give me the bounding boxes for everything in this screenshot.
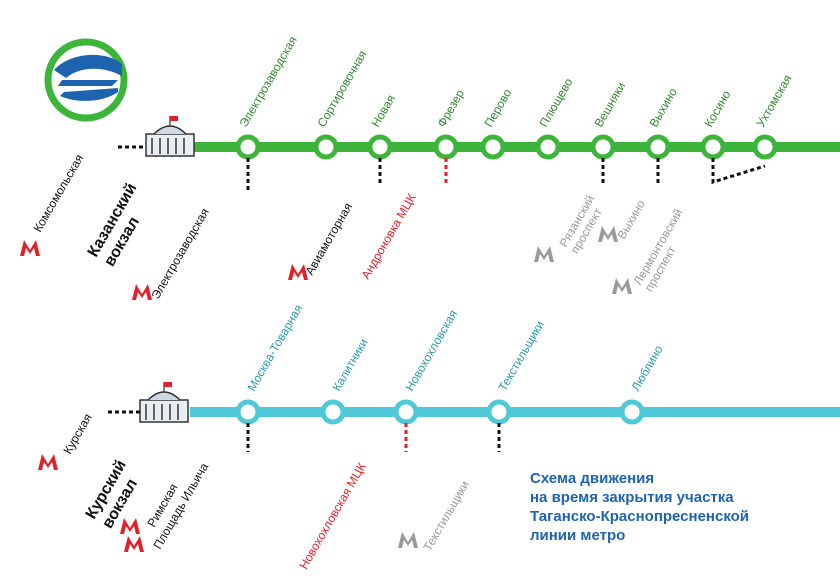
station-marker[interactable] [433,134,459,160]
station-marker[interactable] [486,399,512,425]
station-marker[interactable] [320,399,346,425]
kursky-terminal-icon [139,382,189,423]
station-marker[interactable] [235,134,261,160]
metro-icon [598,226,618,242]
metro-icon [398,532,418,548]
station-name: Новая [368,92,398,129]
station-marker[interactable] [535,134,561,160]
station-name: Ухтомская [753,72,794,129]
station-name: Электрозаводская [148,206,211,302]
station-name: Авиамоторная [302,200,355,277]
metro-icon [132,284,152,300]
metro-icon [120,518,140,534]
kursky-line-group: Курскийвокзал Курская Римская Площадь Ил… [38,302,840,572]
metro-icon [20,240,40,256]
station-name: Электрозаводская [236,34,299,130]
station-name: Текстильщики [420,478,471,553]
metro-icon [612,278,632,294]
transfer-connector [711,158,766,185]
transfer-label: Рязанскийпроспект [556,193,608,256]
station-name: Новохохловская [402,307,460,393]
terminal-name: Курскийвокзал [83,457,147,531]
metro-icon [288,264,308,280]
metro-icon [124,536,144,552]
station-name: Плющево [536,75,575,129]
metro-icon [534,246,554,262]
station-marker[interactable] [480,134,506,160]
metro-icon [38,454,58,470]
station-marker[interactable] [645,134,671,160]
station-marker[interactable] [313,134,339,160]
kazansky-line-group: Казанскийвокзал Комсомольская Электрозав… [20,34,840,302]
station-name: Косино [701,88,733,130]
scheme-caption: Схема движения на время закрытия участка… [530,470,753,544]
station-name: Андроновка МЦК [358,191,418,281]
rzd-logo-icon [44,38,128,122]
station-name: Перово [481,86,514,129]
station-marker[interactable] [590,134,616,160]
station-name: Москва-Товарная [244,302,305,393]
station-name: Выхино [614,197,648,241]
station-name: Фрезер [434,87,467,130]
station-marker[interactable] [393,399,419,425]
station-name: Люблино [628,343,665,394]
station-name: Калитники [329,336,370,393]
station-name: Вешняки [591,80,628,130]
kazansky-terminal-icon [145,116,195,157]
station-name: Новохохловская МЦК [296,460,368,571]
station-marker[interactable] [700,134,726,160]
station-marker[interactable] [235,399,261,425]
transfer-label: Лермонтовскийпроспект [630,206,696,294]
terminal-name: Казанскийвокзал [85,181,157,270]
station-name: Текстильщики [495,318,546,393]
station-name: Сортировочная [314,48,369,129]
station-marker[interactable] [619,399,645,425]
station-marker[interactable] [367,134,393,160]
station-name: Выхино [646,85,680,129]
station-marker[interactable] [752,134,778,160]
transfer-label: Курская [60,411,94,456]
transfer-label: Комсомольская [30,152,86,235]
